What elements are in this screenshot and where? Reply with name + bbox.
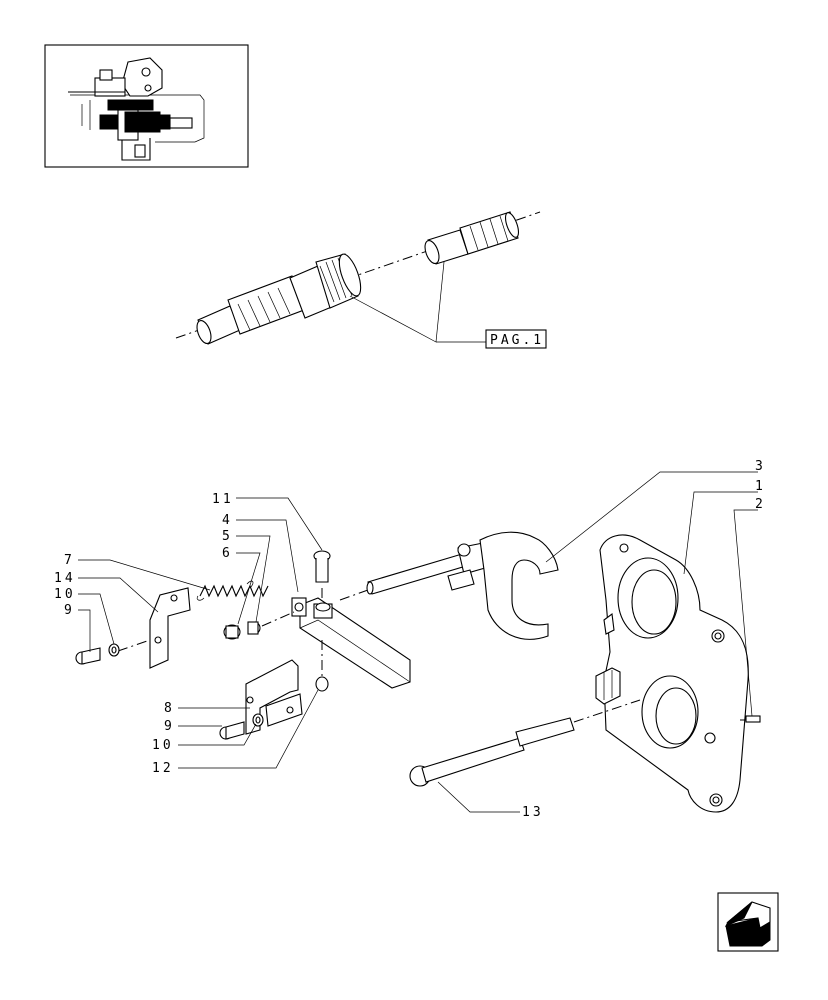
spring-part xyxy=(196,580,269,601)
callout-2: 2 xyxy=(755,497,766,512)
circlip-part xyxy=(315,640,329,692)
shift-lever xyxy=(291,597,411,689)
transmission-assembly-thumbnail[interactable] xyxy=(44,44,249,168)
callout-5: 5 xyxy=(222,529,233,544)
upper-shaft-assembly xyxy=(175,211,541,345)
page-reference-box[interactable]: PAG.1 xyxy=(485,329,547,349)
bracket-14 xyxy=(117,587,191,669)
callout-4: 4 xyxy=(222,513,233,528)
callout-9-upper: 9 xyxy=(64,603,75,618)
callout-11: 11 xyxy=(212,492,234,507)
bolt-washer-upper xyxy=(75,643,120,665)
callout-6: 6 xyxy=(222,546,233,561)
callout-12: 12 xyxy=(152,761,174,776)
leader-lines xyxy=(78,471,758,813)
callout-10-lower: 10 xyxy=(152,738,174,753)
pin-part xyxy=(313,550,331,600)
bolt-washer-lower xyxy=(219,713,264,740)
housing-plate xyxy=(595,534,761,813)
callout-7: 7 xyxy=(64,553,75,568)
callout-10-upper: 10 xyxy=(54,587,76,602)
fork-rod-assembly xyxy=(339,531,559,640)
callout-labels: 11 4 5 6 7 14 10 9 8 9 10 12 3 1 2 13 xyxy=(54,459,766,820)
shift-rod xyxy=(409,699,641,787)
callout-14: 14 xyxy=(54,571,76,586)
back-arrow-icon[interactable] xyxy=(717,892,779,952)
callout-1: 1 xyxy=(755,479,766,494)
bushing-parts xyxy=(223,611,295,640)
page-reference-label: PAG.1 xyxy=(490,333,544,348)
callout-8: 8 xyxy=(164,701,175,716)
callout-9-lower: 9 xyxy=(164,719,175,734)
callout-13: 13 xyxy=(522,805,544,820)
callout-3: 3 xyxy=(755,459,766,474)
